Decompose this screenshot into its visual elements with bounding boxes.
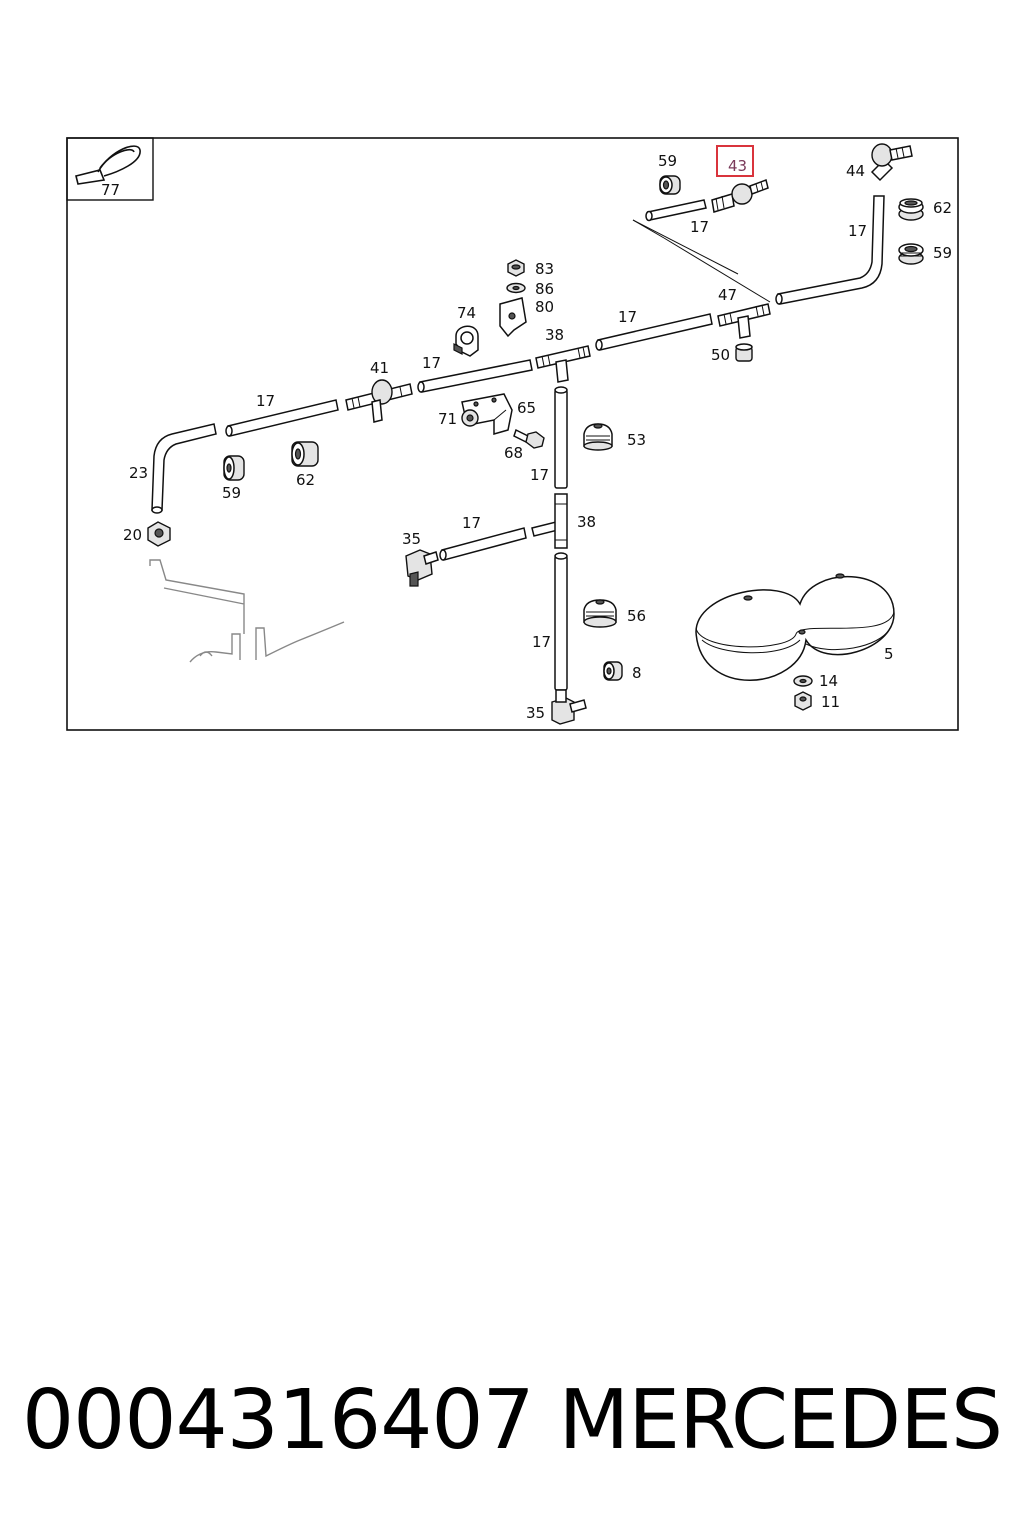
callout-65: 65: [517, 399, 536, 417]
bolt-68[interactable]: [513, 428, 545, 449]
callout-86: 86: [535, 280, 554, 298]
callout-53: 53: [627, 431, 646, 449]
grommet-56[interactable]: [583, 599, 617, 628]
bushing-71[interactable]: [461, 409, 479, 427]
callout-56: 56: [627, 607, 646, 625]
tee-connector-38-lower[interactable]: [531, 493, 568, 549]
hose-17-vertical-upper[interactable]: [554, 386, 568, 489]
pressure-reservoir-5[interactable]: [695, 573, 895, 681]
check-valve-43[interactable]: [711, 179, 769, 213]
brand-name: MERCEDES: [558, 1373, 1003, 1468]
callout-80: 80: [535, 298, 554, 316]
callout-35-left: 35: [402, 530, 421, 548]
nut-83[interactable]: [507, 259, 525, 277]
valve-41[interactable]: [345, 379, 413, 423]
hose-17-left[interactable]: [225, 399, 339, 437]
callout-35-bottom: 35: [526, 704, 545, 722]
callout-77: 77: [101, 181, 120, 199]
grommet-62-left[interactable]: [291, 441, 319, 467]
callout-44: 44: [846, 162, 865, 180]
parts-diagram: 77 59 17 43 44 62: [66, 137, 959, 731]
callout-17-lower-left: 17: [462, 514, 481, 532]
callout-17-right: 17: [848, 222, 867, 240]
grommet-62-right[interactable]: [898, 198, 924, 221]
grommet-59-left[interactable]: [223, 455, 245, 481]
washer-86[interactable]: [506, 282, 526, 294]
nut-11[interactable]: [794, 691, 812, 711]
callout-5: 5: [884, 645, 894, 663]
elbow-35-bottom[interactable]: [551, 689, 587, 725]
callout-17-upper-mid: 17: [618, 308, 637, 326]
callout-43: 43: [728, 157, 747, 175]
vehicle-outline-ghost: [149, 559, 345, 663]
callout-38-upper: 38: [545, 326, 564, 344]
callout-59-right: 59: [933, 244, 952, 262]
callout-17-mid: 17: [422, 354, 441, 372]
footer: 0004316407 MERCEDES: [0, 1366, 1024, 1476]
hose-17-upper-mid[interactable]: [595, 313, 713, 351]
callout-59-left: 59: [222, 484, 241, 502]
hose-23-bent[interactable]: [151, 423, 217, 514]
callout-38-lower: 38: [577, 513, 596, 531]
callout-47: 47: [718, 286, 737, 304]
callout-17-left: 17: [256, 392, 275, 410]
cable-tie-77[interactable]: [75, 145, 141, 185]
callout-20: 20: [123, 526, 142, 544]
grommet-53[interactable]: [583, 423, 613, 451]
tee-connector-38-upper[interactable]: [535, 345, 591, 383]
hose-17-bent-right[interactable]: [775, 195, 885, 305]
callout-41: 41: [370, 359, 389, 377]
callout-68: 68: [504, 444, 523, 462]
cap-50[interactable]: [735, 343, 753, 362]
callout-71: 71: [438, 410, 457, 428]
callout-17-short: 17: [690, 218, 709, 236]
callout-17-vertical-upper: 17: [530, 466, 549, 484]
hose-17-short[interactable]: [645, 199, 707, 222]
nut-20[interactable]: [147, 521, 171, 547]
tee-connector-47[interactable]: [717, 303, 771, 339]
bracket-80[interactable]: [499, 297, 527, 338]
callout-11: 11: [821, 693, 840, 711]
callout-62-right: 62: [933, 199, 952, 217]
callout-17-vertical-lower: 17: [532, 633, 551, 651]
highlight-box-43: [716, 145, 754, 177]
callout-23: 23: [129, 464, 148, 482]
clip-74[interactable]: [453, 325, 479, 357]
part-number: 0004316407: [22, 1373, 535, 1468]
inset-box: 77: [66, 137, 154, 201]
callout-74: 74: [457, 304, 476, 322]
callout-62-left: 62: [296, 471, 315, 489]
elbow-connector-44[interactable]: [870, 143, 913, 182]
callout-59-top: 59: [658, 152, 677, 170]
hose-17-mid[interactable]: [417, 359, 533, 393]
grommet-8[interactable]: [603, 661, 623, 681]
hose-17-vertical-lower[interactable]: [554, 552, 568, 691]
hose-17-lower-left[interactable]: [439, 527, 527, 561]
callout-8: 8: [632, 664, 642, 682]
callout-83: 83: [535, 260, 554, 278]
callout-50: 50: [711, 346, 730, 364]
callout-14: 14: [819, 672, 838, 690]
grommet-59-top[interactable]: [659, 175, 681, 195]
elbow-35-left[interactable]: [405, 549, 439, 587]
leader-lines-17: [632, 219, 771, 303]
grommet-59-right[interactable]: [898, 243, 924, 265]
washer-14[interactable]: [793, 675, 813, 687]
